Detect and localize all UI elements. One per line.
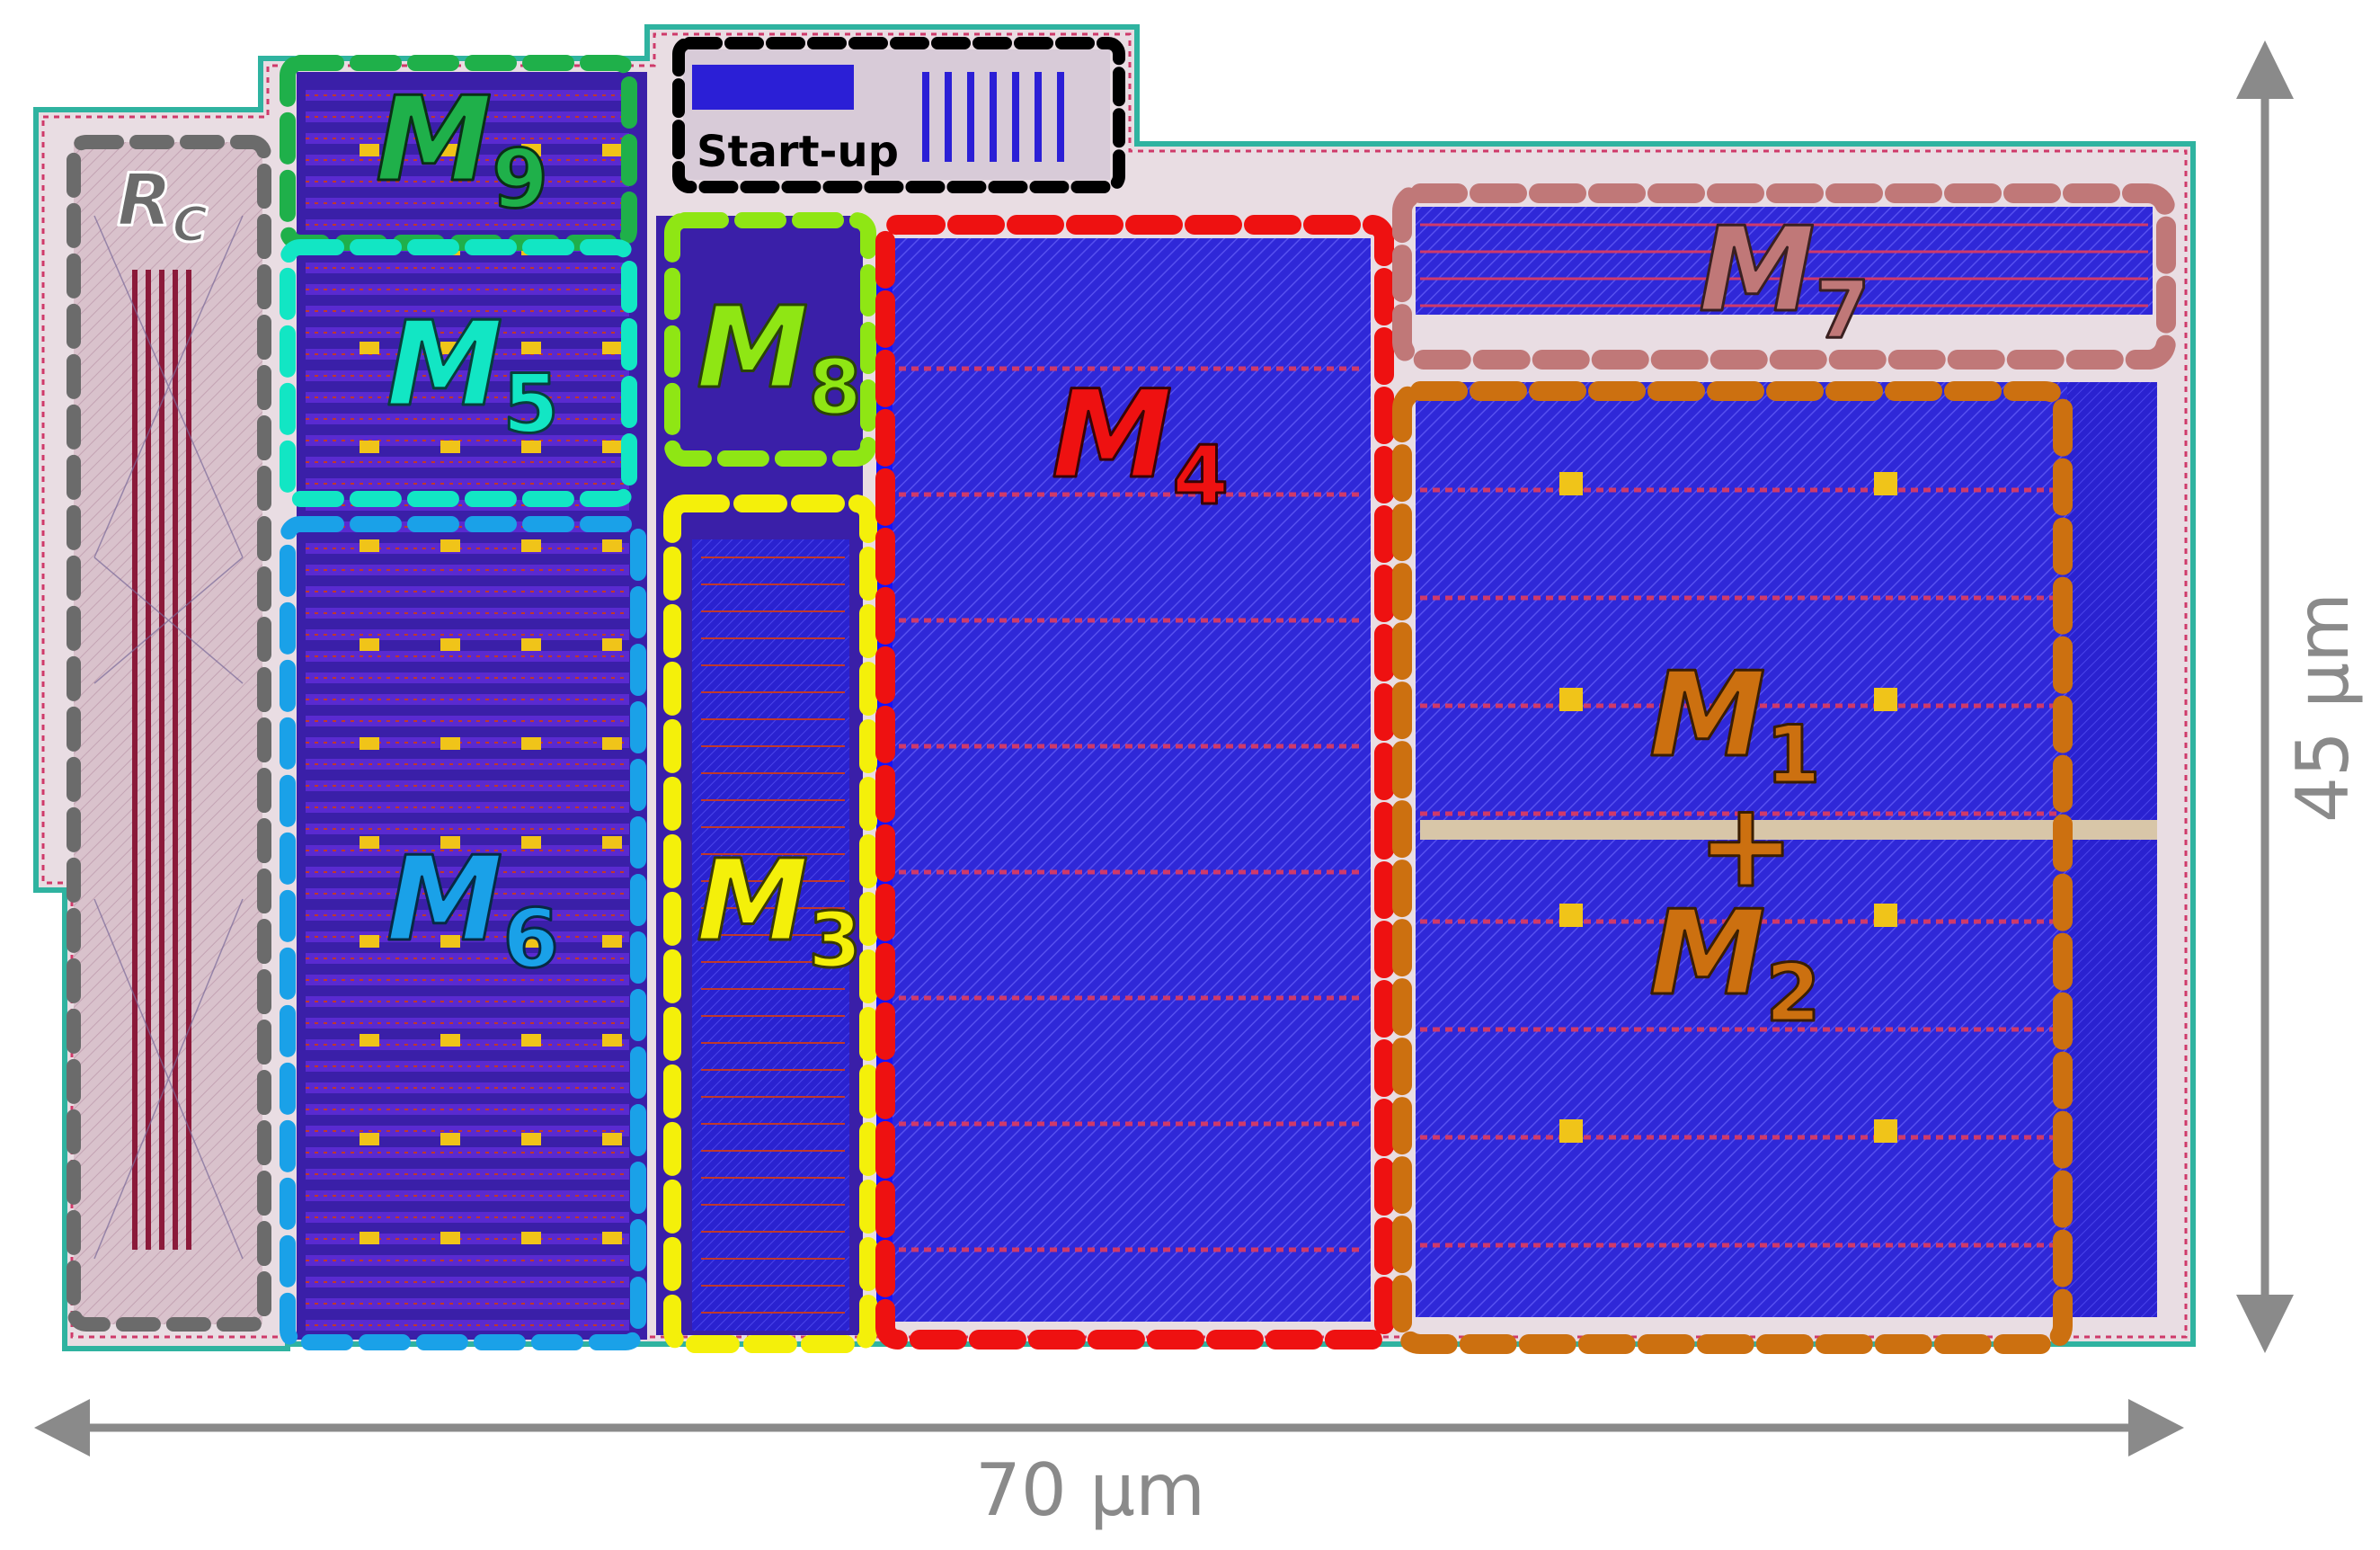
m9-label: M9 xyxy=(376,71,548,227)
contact xyxy=(602,342,622,354)
m3-label: M3 xyxy=(697,836,862,985)
contact xyxy=(1874,1119,1897,1143)
m5-outline xyxy=(280,239,637,507)
m7-label: M7 xyxy=(1699,201,1870,356)
rc-label: RC xyxy=(117,158,209,253)
contact xyxy=(1874,688,1897,711)
contact xyxy=(440,836,460,849)
contact xyxy=(521,342,541,354)
contact xyxy=(440,1232,460,1244)
height-dimension-label: 45 µm xyxy=(2281,592,2365,823)
contact xyxy=(1559,688,1583,711)
contact xyxy=(602,737,622,750)
contact xyxy=(360,342,379,354)
rc-outline xyxy=(67,135,271,1332)
contact xyxy=(1559,1119,1583,1143)
contact xyxy=(440,441,460,453)
m8-label: M8 xyxy=(697,283,862,432)
contact xyxy=(602,539,622,552)
contact xyxy=(602,935,622,948)
contact xyxy=(602,144,622,156)
contact xyxy=(521,1034,541,1047)
width-dimension-label: 70 µm xyxy=(975,1448,1205,1532)
contact xyxy=(1874,472,1897,495)
contact xyxy=(440,1034,460,1047)
m6-outline xyxy=(280,516,646,1350)
contact xyxy=(360,935,379,948)
contact xyxy=(440,342,460,354)
m12-plus-sign: + xyxy=(1697,777,1795,913)
contact xyxy=(360,1034,379,1047)
m5-label: M5 xyxy=(386,296,559,451)
contact xyxy=(521,539,541,552)
startup-label: Start-up xyxy=(697,127,899,177)
m12-outline xyxy=(1392,381,2073,1354)
contact xyxy=(602,441,622,453)
contact xyxy=(521,737,541,750)
m7-outline xyxy=(1392,183,2176,370)
m3-outline xyxy=(663,494,877,1353)
contact xyxy=(360,144,379,156)
contact xyxy=(602,836,622,849)
m9-outline xyxy=(280,55,637,251)
m8-outline xyxy=(664,212,876,467)
m4-outline xyxy=(875,215,1394,1350)
contact xyxy=(521,1232,541,1244)
contact xyxy=(440,144,460,156)
contact xyxy=(360,1133,379,1145)
arrowhead-up-icon xyxy=(2236,40,2294,99)
contact xyxy=(360,539,379,552)
m4-label: M4 xyxy=(1052,364,1229,523)
contact xyxy=(602,1232,622,1244)
startup-outline xyxy=(672,37,1125,193)
block-outlines xyxy=(67,37,2176,1354)
contact xyxy=(521,935,541,948)
rc-resistor-region xyxy=(74,142,262,1324)
m6-label: M6 xyxy=(386,831,559,986)
contact xyxy=(440,935,460,948)
arrowhead-right-icon xyxy=(2128,1399,2184,1456)
m1-m2-transistor-array xyxy=(1416,382,2157,1317)
width-dimension: 70 µm xyxy=(34,1399,2184,1532)
contact xyxy=(1559,472,1583,495)
contact xyxy=(521,638,541,651)
contact xyxy=(360,737,379,750)
arrowhead-down-icon xyxy=(2236,1295,2294,1353)
contact xyxy=(440,539,460,552)
contact xyxy=(440,1133,460,1145)
m2-label: M2 xyxy=(1649,885,1821,1039)
contact xyxy=(602,1034,622,1047)
contact xyxy=(521,441,541,453)
block-labels: RC M9 M5 M6 M8 M3 M4 M7 M1 + M2 Start-up xyxy=(116,70,1872,1041)
arrowhead-left-icon xyxy=(34,1399,90,1456)
contact xyxy=(602,1133,622,1145)
height-dimension: 45 µm xyxy=(2236,40,2365,1353)
contact xyxy=(360,638,379,651)
contact xyxy=(440,638,460,651)
contact xyxy=(602,638,622,651)
contact xyxy=(1874,904,1897,927)
contact xyxy=(521,1133,541,1145)
contact xyxy=(360,1232,379,1244)
m12-center-strap xyxy=(1420,820,2157,840)
contact xyxy=(440,737,460,750)
contact xyxy=(360,441,379,453)
m1-label: M1 xyxy=(1649,646,1821,801)
contact xyxy=(521,144,541,156)
contact xyxy=(1559,904,1583,927)
contact xyxy=(360,836,379,849)
startup-circuit xyxy=(683,49,1110,180)
contact xyxy=(521,836,541,849)
transistor-fingers xyxy=(306,90,2157,1331)
